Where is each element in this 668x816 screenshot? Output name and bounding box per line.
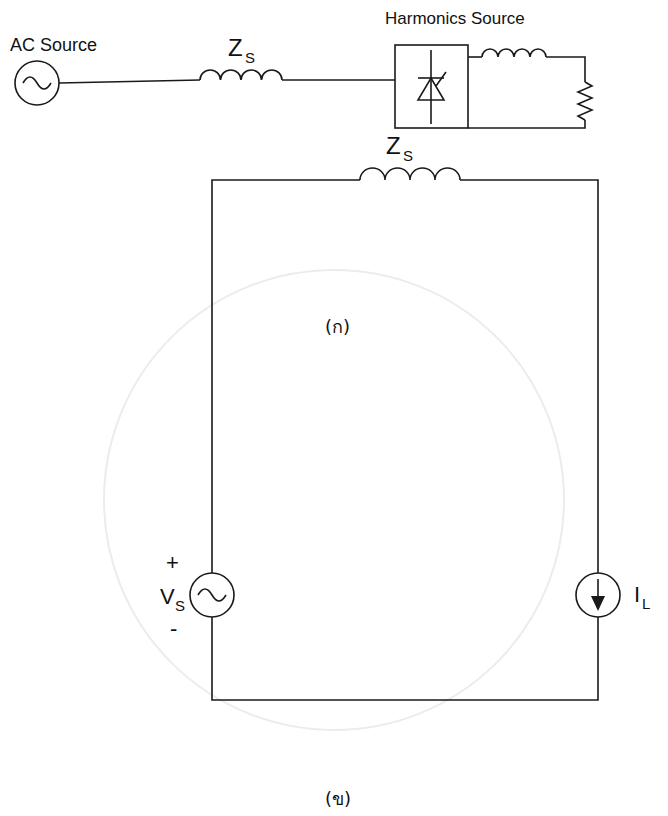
component-label: AC Source: [10, 36, 97, 54]
subscript: S: [403, 148, 413, 163]
impedance-symbol: Z: [386, 134, 401, 158]
wire: [282, 79, 395, 81]
converter-box: [395, 45, 468, 128]
voltage-source-symbol: [190, 573, 234, 617]
wire: [468, 120, 585, 128]
wire: [460, 180, 598, 573]
current-arrowhead: [591, 596, 605, 611]
ac-source-symbol: [15, 61, 59, 105]
current-arrow: [597, 579, 599, 598]
voltage-symbol: V: [160, 586, 175, 608]
wire: [468, 56, 482, 58]
thyristor-lead: [430, 50, 432, 124]
figure-label: (ข): [325, 790, 351, 808]
wire: [59, 80, 200, 83]
wire: [212, 617, 598, 700]
current-symbol: I: [634, 584, 640, 606]
inductor-symbol: [360, 168, 460, 180]
inductor-symbol: [482, 49, 546, 57]
sine-mark: [198, 589, 226, 601]
thyristor-bar: [418, 77, 444, 79]
subscript: S: [175, 598, 185, 613]
figure-label: (ก): [325, 318, 350, 336]
sine-mark: [23, 77, 51, 89]
polarity-mark: -: [170, 618, 177, 640]
watermark-seal: [104, 270, 564, 730]
inductor-symbol: [200, 70, 282, 80]
thyristor-gate: [436, 72, 446, 86]
current-source-symbol: [576, 573, 620, 617]
impedance-symbol: Z: [228, 36, 243, 60]
resistor-symbol: [578, 82, 592, 120]
subscript: L: [642, 596, 650, 611]
subscript: S: [245, 50, 255, 65]
polarity-mark: +: [166, 552, 179, 574]
component-label: Harmonics Source: [385, 10, 525, 27]
wire: [212, 180, 360, 573]
wire: [546, 57, 585, 82]
